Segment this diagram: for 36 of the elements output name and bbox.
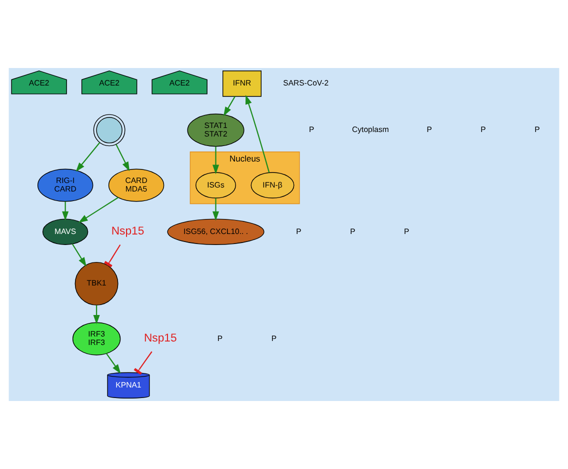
- label: P: [534, 125, 540, 134]
- arrow: [76, 142, 100, 172]
- label: P: [271, 334, 277, 343]
- arrow: [78, 197, 118, 223]
- label: P: [296, 226, 302, 236]
- label: P: [480, 125, 486, 134]
- arrow: [62, 202, 69, 221]
- label: P: [308, 125, 314, 134]
- node-ellipse: MAVS: [42, 218, 88, 245]
- node-ellipse: RIG-I CARD: [37, 168, 94, 202]
- node-box: IFNR: [222, 70, 262, 97]
- arrow: [72, 244, 86, 267]
- node-ellipse: IFN-β: [250, 172, 294, 198]
- arrow: [223, 96, 236, 116]
- label: P: [426, 125, 432, 134]
- label: Cytoplasm: [352, 125, 389, 134]
- label: P: [350, 226, 356, 236]
- arrow: [116, 144, 130, 172]
- label: P: [217, 334, 223, 343]
- arrow: [246, 94, 270, 173]
- connector: [134, 351, 152, 375]
- node-ellipse: STAT1 STAT2: [187, 114, 244, 147]
- node-ellipse: ISGs: [196, 172, 236, 198]
- arrow: [93, 305, 100, 324]
- arrow: [106, 353, 121, 374]
- node-picture: [93, 114, 126, 146]
- node-text: Nsp15: [144, 332, 177, 345]
- node-ellipse: IRF3 IRF3: [72, 322, 121, 356]
- arrow: [212, 198, 220, 221]
- node-ellipse: ISG56, CXCL10.. .: [167, 218, 264, 245]
- arrow: [212, 146, 220, 174]
- label: SARS-CoV-2: [283, 78, 329, 88]
- node-ellipse: CARD MDA5: [108, 168, 164, 202]
- label: P: [404, 226, 410, 236]
- connector: [104, 244, 121, 268]
- node-text: Nsp15: [111, 226, 144, 238]
